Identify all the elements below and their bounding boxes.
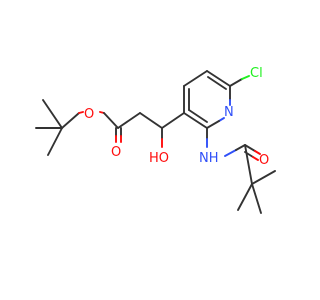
bond <box>161 112 185 129</box>
bond <box>206 120 220 129</box>
hydroxyl-label: HO <box>149 151 169 166</box>
bond <box>237 183 253 211</box>
bond <box>183 70 208 87</box>
bond <box>252 156 259 161</box>
bond <box>251 170 276 185</box>
bond <box>218 117 225 122</box>
atom-labels: Cl N O O HO NH O <box>84 66 269 168</box>
bond <box>241 75 250 80</box>
bond <box>207 76 227 90</box>
bond <box>78 111 84 114</box>
amide-nh-label: NH <box>199 151 219 166</box>
bond <box>103 112 119 129</box>
bond <box>206 70 231 87</box>
bond <box>188 109 208 123</box>
bond <box>244 144 256 152</box>
bond <box>251 183 262 214</box>
molecule-canvas: Cl N O O HO NH O <box>35 66 276 214</box>
bond <box>183 112 208 129</box>
bond <box>139 112 163 129</box>
bond <box>229 78 243 87</box>
bond <box>254 150 261 155</box>
bond <box>42 99 63 129</box>
bond <box>244 144 253 185</box>
chlorine-label: Cl <box>250 66 263 81</box>
bond <box>47 127 63 156</box>
bond <box>224 149 237 157</box>
amide-oxygen-label: O <box>259 153 269 168</box>
bond <box>235 144 246 151</box>
bond <box>61 112 80 129</box>
ester-oxygen-label: O <box>84 107 94 122</box>
bond-lines <box>35 70 276 214</box>
bond <box>117 112 141 129</box>
ester-carbonyl-oxygen-label: O <box>111 145 121 160</box>
structure-diagram: Cl N O O HO NH O <box>35 66 276 214</box>
ring-nitrogen-label: N <box>224 105 234 120</box>
